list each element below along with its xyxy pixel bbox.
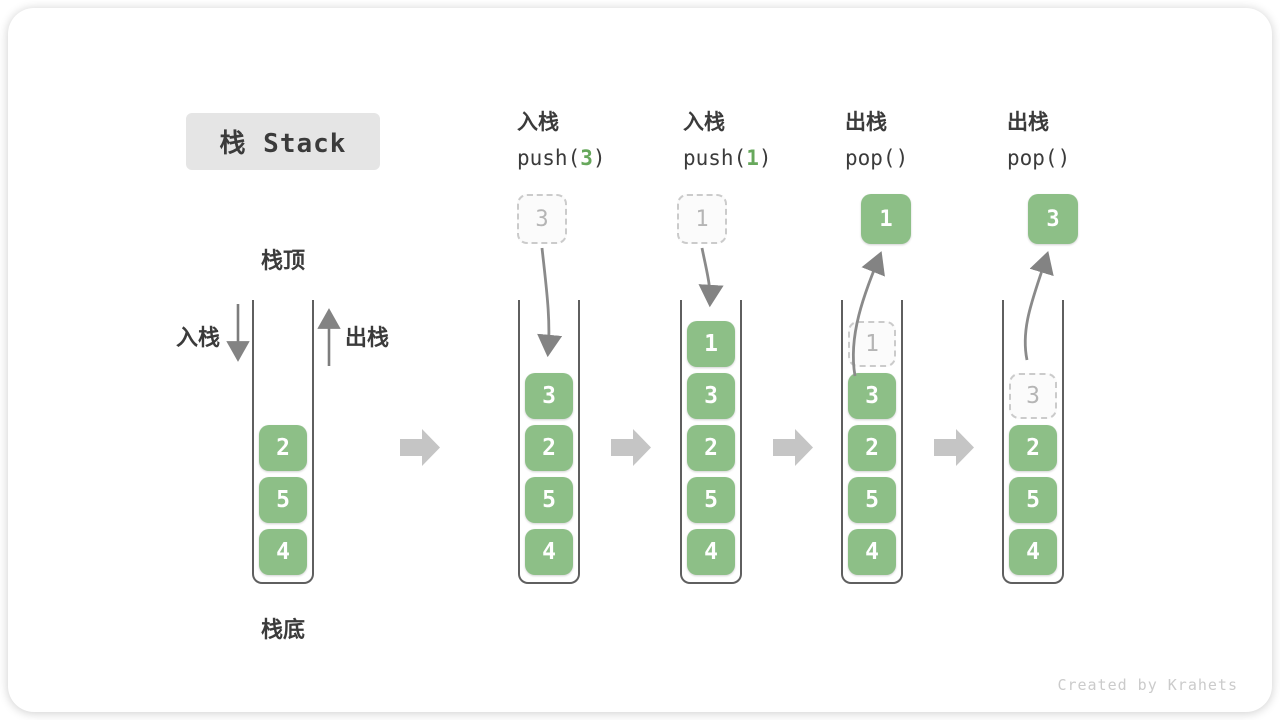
stack-block-ghost: 1 [848, 321, 896, 367]
code-suffix: ) [592, 146, 606, 170]
operation-code: push(1) [683, 146, 772, 170]
code-prefix: push( [517, 146, 581, 170]
stack-block: 2 [525, 425, 573, 471]
stack-block: 5 [687, 477, 735, 523]
stack-bottom-label: 栈底 [260, 617, 305, 642]
stack-block: 2 [687, 425, 735, 471]
stack-block: 2 [1009, 425, 1057, 471]
operation-code: pop() [845, 146, 908, 170]
stack-block-ghost: 3 [1009, 373, 1057, 419]
operation-code: pop() [1007, 146, 1070, 170]
stack-block: 2 [848, 425, 896, 471]
code-prefix: pop( [1007, 146, 1058, 170]
popped-item-box: 3 [1028, 194, 1078, 244]
stack-block: 3 [525, 373, 573, 419]
item-value: 1 [879, 206, 893, 232]
operation-label-pop-3: 出栈 pop() [1007, 106, 1070, 170]
stack-block: 3 [848, 373, 896, 419]
stack-state-5: 3 2 5 4 [1002, 300, 1064, 584]
operation-name: 出栈 [845, 111, 887, 134]
code-prefix: push( [683, 146, 747, 170]
item-value: 1 [695, 206, 709, 232]
operation-label-pop-1: 出栈 pop() [845, 106, 908, 170]
code-arg: 3 [580, 146, 593, 170]
stack-block: 4 [259, 529, 307, 575]
incoming-item-box: 1 [677, 194, 727, 244]
code-suffix: ) [1057, 146, 1071, 170]
code-suffix: ) [895, 146, 909, 170]
item-value: 3 [1046, 206, 1060, 232]
stack-block: 4 [1009, 529, 1057, 575]
code-arg: 1 [746, 146, 759, 170]
operation-label-push-3: 入栈 push(3) [517, 106, 606, 170]
stack-block: 5 [1009, 477, 1057, 523]
code-prefix: pop( [845, 146, 896, 170]
operation-name: 入栈 [683, 111, 725, 134]
popped-item-box: 1 [861, 194, 911, 244]
stack-top-label: 栈顶 [260, 248, 305, 273]
stack-block: 4 [687, 529, 735, 575]
stack-block: 2 [259, 425, 307, 471]
stack-block: 4 [525, 529, 573, 575]
stack-state-4: 1 3 2 5 4 [841, 300, 903, 584]
operation-name: 入栈 [517, 111, 559, 134]
stack-block: 3 [687, 373, 735, 419]
incoming-item-box: 3 [517, 194, 567, 244]
operation-code: push(3) [517, 146, 606, 170]
stack-state-1: 2 5 4 [252, 300, 314, 584]
title-text: 栈 Stack [219, 129, 347, 159]
credit-text: Created by Krahets [1057, 676, 1238, 694]
push-side-label: 入栈 [176, 325, 221, 350]
stack-state-2: 3 2 5 4 [518, 300, 580, 584]
title-badge: 栈 Stack [186, 113, 380, 170]
stack-block: 5 [525, 477, 573, 523]
stack-block: 4 [848, 529, 896, 575]
operation-label-push-1: 入栈 push(1) [683, 106, 772, 170]
operation-name: 出栈 [1007, 111, 1049, 134]
item-value: 3 [535, 206, 549, 232]
stack-block: 1 [687, 321, 735, 367]
code-suffix: ) [758, 146, 772, 170]
pop-side-label: 出栈 [345, 325, 390, 350]
stack-block: 5 [848, 477, 896, 523]
stack-state-3: 1 3 2 5 4 [680, 300, 742, 584]
stack-block: 5 [259, 477, 307, 523]
